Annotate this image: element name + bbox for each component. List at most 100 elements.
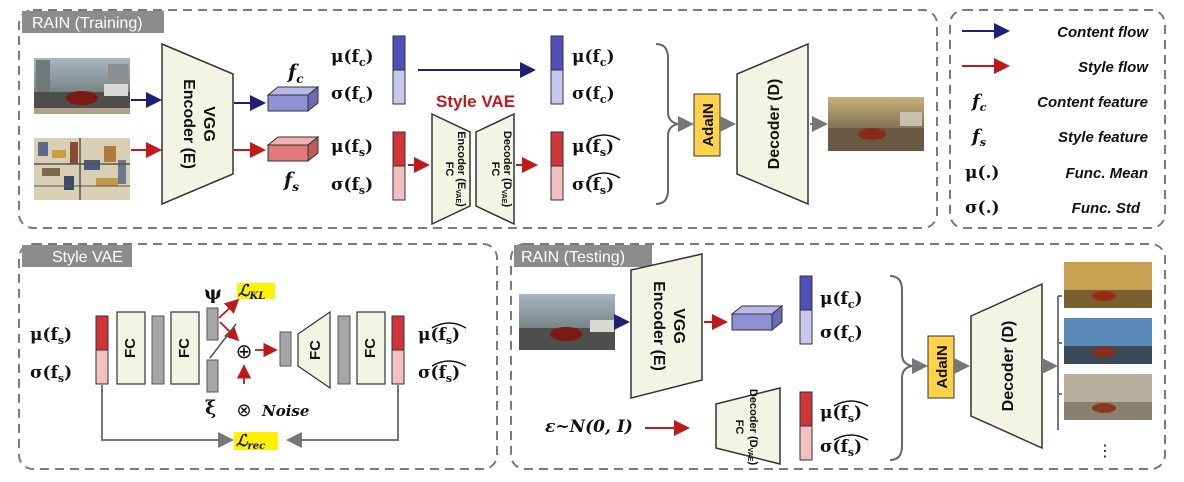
sigma-fs-hat-label: σ(fs): [572, 175, 614, 197]
adain-label-testing: AdaIN: [934, 345, 951, 388]
decoder-testing: [970, 282, 1043, 450]
decoder-label-testing: Decoder (D): [1000, 321, 1017, 412]
mu-fc-bar-2: [550, 35, 564, 71]
style-image: [34, 138, 130, 200]
adain-label-training: AdaIN: [700, 103, 717, 146]
vae-fc-1: [116, 311, 146, 385]
training-title: RAIN (Training): [32, 15, 143, 32]
vae-mu-fs-in: μ(fs): [30, 325, 72, 347]
vae-fc-3-label: FC: [307, 340, 324, 360]
style-vae-title: Style VAE: [52, 249, 123, 266]
fs-feature-block: [266, 135, 320, 163]
encoder-label-1: VGG: [200, 106, 217, 142]
training-brace: [655, 43, 679, 205]
vae-gray-3: [337, 315, 351, 385]
vae-sigma-fs-in: σ(fs): [30, 363, 72, 385]
mu-fc-bar: [392, 35, 406, 71]
adain-block-testing: [927, 335, 955, 399]
vae-mu-out-bar: [391, 315, 405, 351]
vae-sigma-in-bar: [95, 349, 109, 385]
legend-func-std: Func. Std: [1072, 200, 1141, 217]
adain-block-training: [693, 93, 721, 157]
testing-brace: [889, 275, 913, 461]
fc-decoder-fc: FC: [489, 162, 501, 177]
test-vgg-encoder: [630, 253, 703, 399]
test-mu-fs-bar: [799, 391, 813, 427]
test-mu-fc-bar: [799, 275, 813, 311]
fc-encoder-fc: FC: [443, 162, 455, 177]
fc-decoder-label: Decoder (DVAE): [500, 131, 513, 208]
xi-label: ξ: [205, 397, 216, 419]
test-fc-feature-block: [730, 304, 784, 332]
test-sigma-fs-bar: [799, 425, 813, 461]
vae-fc-2-label: FC: [176, 338, 193, 358]
test-fc-decoder-label: Decoder (DVAE): [746, 389, 759, 466]
training-panel: [18, 9, 938, 229]
vgg-encoder: [161, 42, 234, 206]
testing-panel: [510, 243, 1166, 470]
fc-encoder-label: Encoder (EVAE): [454, 131, 467, 207]
fc-feature-block: [266, 85, 320, 113]
vae-xi-bar: [206, 359, 219, 393]
test-output-image-2: [1064, 318, 1152, 364]
sigma-fs-hat-bar: [550, 165, 564, 201]
otimes-symbol: ⊗: [236, 400, 251, 421]
test-encoder-label-1: VGG: [670, 308, 687, 344]
epsilon-label: ε~N(0, I): [545, 417, 633, 437]
vae-fc-1-label: FC: [122, 338, 139, 358]
testing-title: RAIN (Testing): [521, 249, 625, 266]
content-image: [34, 58, 130, 114]
style-vae-red-label: Style VAE: [436, 92, 515, 111]
vae-mu-in-bar: [95, 315, 109, 351]
test-content-image: [519, 294, 615, 350]
fc-encoder-vae: [431, 112, 471, 226]
sigma-fs-label-1: σ(fs): [331, 175, 373, 197]
encoder-label-2: Encoder (E): [180, 79, 197, 169]
loss-kl: ℒKL: [238, 281, 265, 302]
test-fc-decoder-fc: FC: [733, 420, 745, 435]
vae-sigma-fs-out: σ(fs): [418, 363, 460, 385]
ellipsis: ⋮: [1097, 441, 1113, 460]
vae-sigma-out-bar: [391, 349, 405, 385]
legend-func-mean: Func. Mean: [1065, 165, 1148, 182]
test-mu-fs-label: μ(fs): [820, 403, 862, 425]
sigma-fc-label-1: σ(fc): [331, 84, 374, 106]
fc-decoder-vae: [475, 112, 515, 226]
legend-mu-symbol: μ(.): [965, 163, 999, 183]
oplus-symbol: ⊕: [236, 339, 253, 363]
legend-sigma-symbol: σ(.): [965, 198, 1000, 218]
sigma-fc-label-2: σ(fc): [572, 84, 615, 106]
vae-fc-2: [170, 311, 200, 385]
fs-label: fs: [282, 169, 299, 194]
decoder-training: [736, 42, 809, 206]
sigma-fc-bar: [392, 69, 406, 105]
vae-gray-1: [151, 315, 165, 385]
test-output-image-3: [1064, 374, 1152, 420]
legend-fc-symbol: fc: [970, 91, 987, 114]
test-encoder-label-2: Encoder (E): [650, 281, 667, 371]
fc-label: fc: [286, 61, 304, 86]
mu-fs-bar: [392, 131, 406, 167]
loss-rec: ℒrec: [236, 431, 265, 452]
test-fc-decoder: [715, 387, 781, 465]
mu-fs-label-1: μ(fs): [331, 137, 373, 159]
sigma-fs-bar: [392, 165, 406, 201]
vae-psi-bar: [206, 307, 219, 341]
mu-fs-hat-label: μ(fs): [572, 137, 614, 159]
decoder-label-training: Decoder (D): [766, 79, 783, 170]
vae-fc-decoder-trap: [297, 310, 331, 390]
noise-label: Noise: [261, 402, 309, 420]
test-sigma-fc-label: σ(fc): [820, 323, 863, 345]
legend-content-feature: Content feature: [1037, 94, 1148, 111]
vae-fc-4: [356, 311, 386, 385]
legend-style-flow: Style flow: [1078, 59, 1149, 76]
sigma-fc-bar-2: [550, 69, 564, 105]
test-mu-fc-label: μ(fc): [820, 289, 863, 311]
vae-gray-2: [279, 331, 292, 367]
style-vae-panel: [18, 243, 498, 470]
legend-content-flow: Content flow: [1057, 24, 1149, 41]
mu-fc-label-1: μ(fc): [331, 47, 374, 69]
psi-label: ψ: [204, 282, 222, 304]
